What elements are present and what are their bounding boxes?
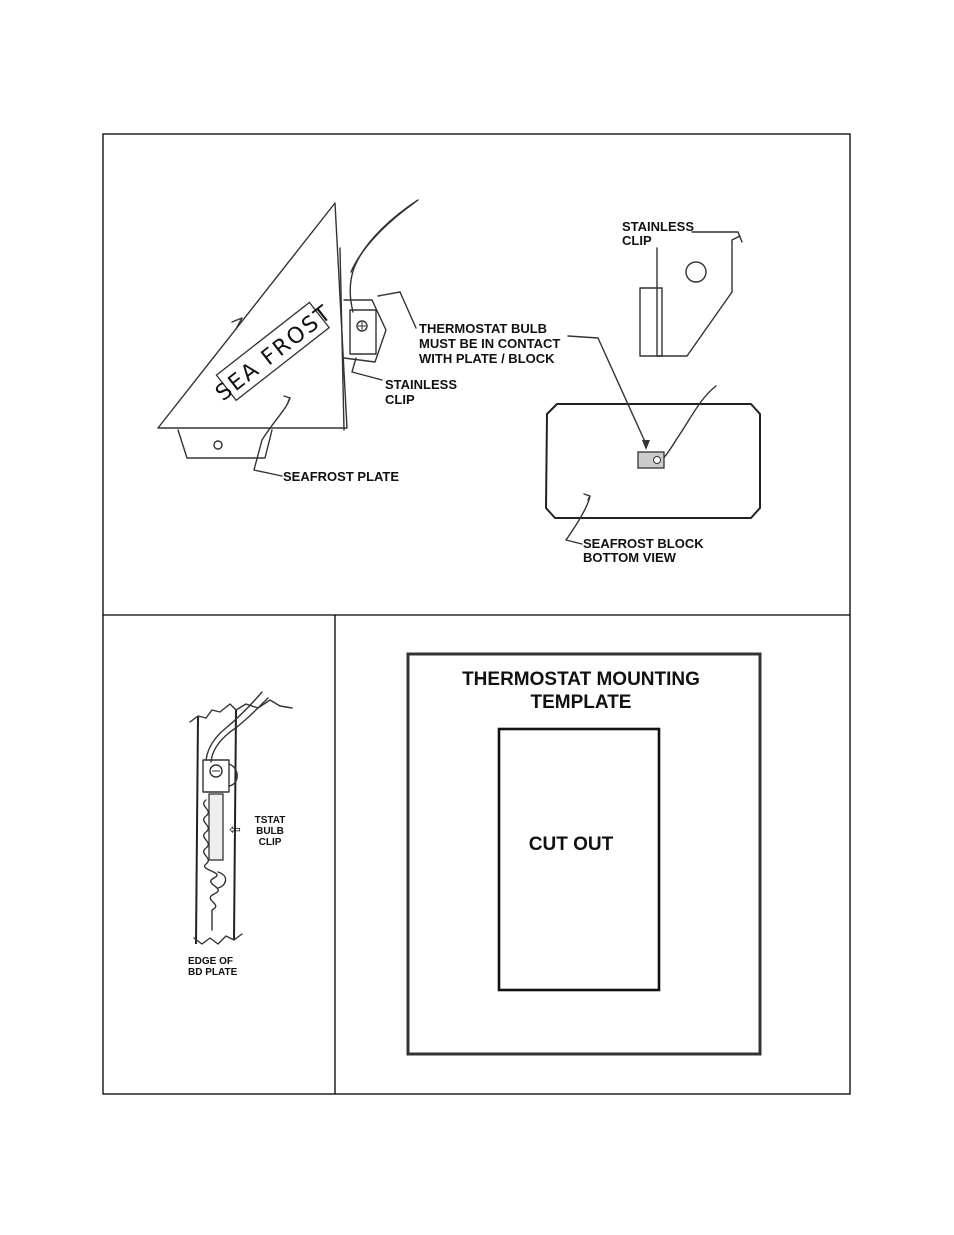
figure-table-frame [103, 134, 850, 1094]
cutout-area [499, 729, 659, 990]
stainless-clip-drawing [640, 232, 742, 356]
right-clip-label-line-1: STAINLESS [622, 219, 694, 234]
right-clip-label-line-2: CLIP [622, 233, 652, 248]
right-clip-label: STAINLESS CLIP [622, 219, 694, 248]
left-clip-label-line-1: STAINLESS [385, 377, 457, 392]
tstat-arrow-icon: ⇦ [229, 822, 241, 838]
edge-label-line-1: EDGE OF [188, 956, 233, 967]
bulb-label-line-2: MUST BE IN CONTACT [419, 336, 560, 351]
bulb-label-line-1: THERMOSTAT BULB [419, 321, 547, 336]
seafrost-plate-label: SEAFROST PLATE [283, 469, 399, 484]
seafrost-plate-drawing: SEA FROST [158, 200, 418, 476]
tstat-label-line-2: BULB [256, 826, 284, 837]
block-label-line-2: BOTTOM VIEW [583, 550, 677, 565]
bulb-contact-label: THERMOSTAT BULB MUST BE IN CONTACT WITH … [419, 321, 560, 366]
left-clip-label-line-2: CLIP [385, 392, 415, 407]
tstat-label-line-3: CLIP [259, 837, 282, 848]
tstat-bulb-clip-label: TSTAT BULB CLIP [255, 815, 286, 848]
left-clip-label: STAINLESS CLIP [385, 377, 457, 407]
tstat-label-line-1: TSTAT [255, 815, 286, 826]
plate-lettering: SEA FROST [211, 300, 337, 406]
template-title-line-2: TEMPLATE [531, 692, 632, 713]
seafrost-block-label: SEAFROST BLOCK BOTTOM VIEW [583, 536, 704, 565]
edge-label-line-2: BD PLATE [188, 967, 238, 978]
seafrost-block-drawing [546, 336, 760, 544]
bulb-label-line-3: WITH PLATE / BLOCK [419, 351, 555, 366]
thermostat-mounting-template: THERMOSTAT MOUNTING TEMPLATE CUT OUT [408, 654, 760, 1054]
cutout-label: CUT OUT [529, 834, 614, 855]
block-label-line-1: SEAFROST BLOCK [583, 536, 704, 551]
edge-of-plate-label: EDGE OF BD PLATE [188, 956, 238, 978]
template-title-line-1: THERMOSTAT MOUNTING [462, 669, 700, 690]
